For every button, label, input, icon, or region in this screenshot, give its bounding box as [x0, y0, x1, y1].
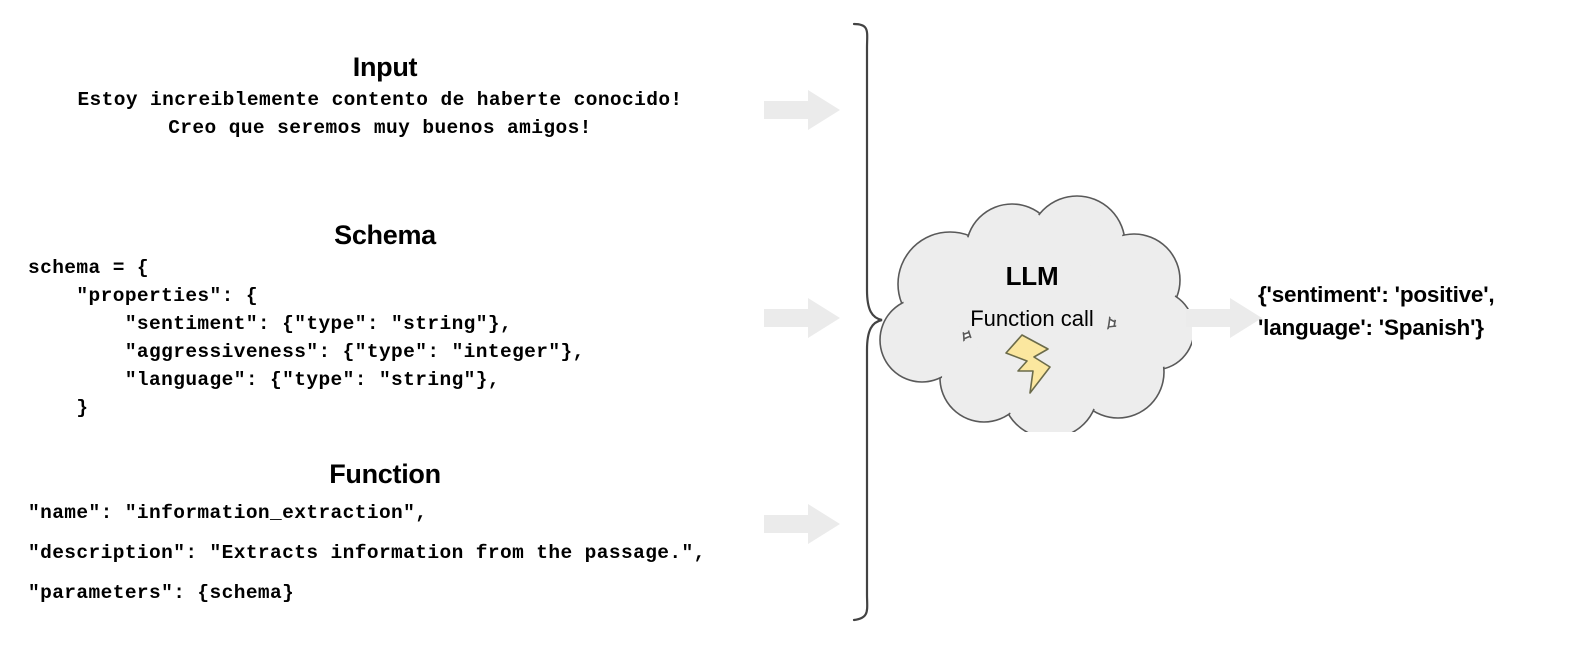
function-arrow-right-icon: [764, 504, 840, 544]
input-sample-text: Estoy increiblemente contento de haberte…: [77, 89, 683, 139]
schema-code-block: schema = { "properties": { "sentiment": …: [28, 257, 585, 419]
schema-arrow-right-icon: [764, 298, 840, 338]
output-result-text: {'sentiment': 'positive', 'language': 'S…: [1258, 282, 1495, 340]
output-arrow-right-icon: [1186, 298, 1262, 338]
function-section-heading: Function: [329, 459, 441, 489]
lightning-bolt-icon: [1005, 334, 1051, 394]
cloud-icon: [879, 195, 1192, 432]
input-section-heading: Input: [352, 52, 418, 82]
curly-brace-icon: [852, 22, 883, 622]
schema-section-heading: Schema: [334, 220, 436, 250]
input-arrow-right-icon: [764, 90, 840, 130]
llm-title: LLM: [1005, 261, 1059, 291]
function-call-label: Function call: [970, 306, 1094, 331]
function-code-block: "name": "information_extraction", "descr…: [28, 502, 706, 604]
